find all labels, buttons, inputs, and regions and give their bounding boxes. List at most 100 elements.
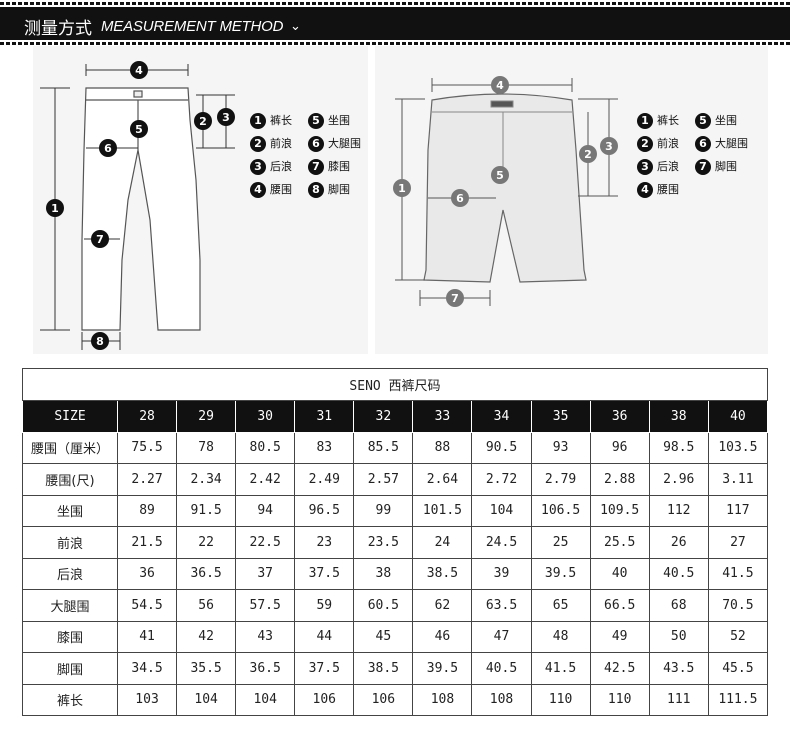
legend-num: 6 xyxy=(308,136,324,152)
shorts-marker-5-label: 5 xyxy=(496,169,504,182)
table-cell: 36 xyxy=(116,557,178,590)
table-cell: 80.5 xyxy=(235,431,296,464)
table-cell: 25.5 xyxy=(589,526,650,559)
table-cell: 56 xyxy=(176,589,237,622)
size-header-cell: 32 xyxy=(353,400,414,433)
table-cell: 75.5 xyxy=(116,431,178,464)
legend-item: 5 坐围 xyxy=(695,113,737,129)
shorts-marker-2-label: 2 xyxy=(584,148,592,161)
table-cell: 40 xyxy=(589,557,650,590)
table-cell: 101.5 xyxy=(412,494,473,527)
table-caption-row: SENO 西裤尺码 xyxy=(22,368,768,401)
marker-1-label: 1 xyxy=(51,202,59,215)
legend-label: 坐围 xyxy=(715,114,737,127)
shorts-marker-4-label: 4 xyxy=(496,79,504,92)
table-cell: 104 xyxy=(235,683,296,716)
marker-5-label: 5 xyxy=(135,123,143,136)
legend-label: 腰围 xyxy=(657,183,679,196)
table-cell: 27 xyxy=(707,526,769,559)
table-cell: 117 xyxy=(707,494,769,527)
table-caption: SENO 西裤尺码 xyxy=(22,368,768,401)
legend-num: 5 xyxy=(695,113,711,129)
table-cell: 41.5 xyxy=(707,557,769,590)
table-cell: 60.5 xyxy=(353,589,414,622)
row-label: 腰围(尺) xyxy=(22,463,118,496)
table-cell: 38 xyxy=(353,557,414,590)
table-cell: 104 xyxy=(471,494,532,527)
size-table-container: SENO 西裤尺码 SIZE 28 29 30 31 32 33 34 35 3… xyxy=(22,368,769,716)
table-cell: 36.5 xyxy=(176,557,237,590)
table-cell: 41.5 xyxy=(530,652,591,685)
size-header-label: SIZE xyxy=(22,400,118,433)
marker-7 xyxy=(91,230,109,248)
legend-label: 大腿围 xyxy=(715,137,748,150)
table-cell: 62 xyxy=(412,589,473,622)
table-cell: 68 xyxy=(648,589,709,622)
table-cell: 2.88 xyxy=(589,463,650,496)
table-cell: 2.34 xyxy=(176,463,237,496)
table-cell: 45.5 xyxy=(707,652,769,685)
table-cell: 40.5 xyxy=(471,652,532,685)
legend-num: 2 xyxy=(637,136,653,152)
table-cell: 25 xyxy=(530,526,591,559)
row-label: 膝围 xyxy=(22,620,118,653)
table-cell: 106 xyxy=(353,683,414,716)
legend-num: 1 xyxy=(637,113,653,129)
row-label: 大腿围 xyxy=(22,589,118,622)
legend-item: 6 大腿围 xyxy=(695,136,748,152)
table-cell: 90.5 xyxy=(471,431,532,464)
legend-label: 后浪 xyxy=(270,160,292,173)
legend-num: 6 xyxy=(695,136,711,152)
legend-label: 裤长 xyxy=(270,114,292,127)
table-cell: 54.5 xyxy=(116,589,178,622)
row-label: 坐围 xyxy=(22,494,118,527)
table-cell: 85.5 xyxy=(353,431,414,464)
table-cell: 106.5 xyxy=(530,494,591,527)
legend-label: 腰围 xyxy=(270,183,292,196)
table-cell: 2.72 xyxy=(471,463,532,496)
table-cell: 106 xyxy=(294,683,355,716)
size-header-cell: 29 xyxy=(176,400,237,433)
marker-1 xyxy=(46,199,64,217)
legend-num: 2 xyxy=(250,136,266,152)
table-cell: 70.5 xyxy=(707,589,769,622)
marker-6-label: 6 xyxy=(104,142,112,155)
legend-label: 膝围 xyxy=(328,160,350,173)
legend-num: 7 xyxy=(308,159,324,175)
table-cell: 2.57 xyxy=(353,463,414,496)
marker-5 xyxy=(130,120,148,138)
table-cell: 21.5 xyxy=(116,526,178,559)
table-cell: 46 xyxy=(412,620,473,653)
shorts-marker-6-label: 6 xyxy=(456,192,464,205)
table-cell: 3.11 xyxy=(707,463,769,496)
table-cell: 2.64 xyxy=(412,463,473,496)
marker-4 xyxy=(130,61,148,79)
chevron-down-icon: ⌄ xyxy=(290,19,301,34)
legend-item: 7 膝围 xyxy=(308,159,350,175)
marker-2-label: 2 xyxy=(199,115,207,128)
table-cell: 22 xyxy=(176,526,237,559)
header-title-cn: 测量方式 xyxy=(24,19,92,39)
legend-label: 前浪 xyxy=(657,137,679,150)
legend-num: 4 xyxy=(637,182,653,198)
legend-label: 后浪 xyxy=(657,160,679,173)
table-cell: 65 xyxy=(530,589,591,622)
row-label: 腰围（厘米） xyxy=(22,431,118,464)
shorts-marker-3-label: 3 xyxy=(605,140,613,153)
table-cell: 23.5 xyxy=(353,526,414,559)
size-header-cell: 40 xyxy=(707,400,769,433)
row-label: 裤长 xyxy=(22,683,118,716)
